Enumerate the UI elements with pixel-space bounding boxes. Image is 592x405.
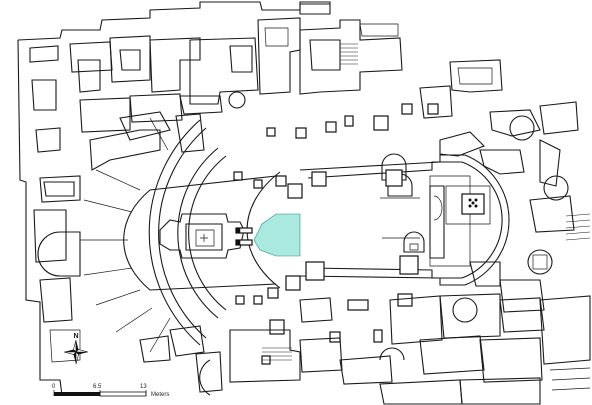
west-rotunda (123, 171, 281, 291)
south-staircase (262, 347, 292, 361)
scale-bar: 0 6.5 13 Meters (52, 384, 169, 398)
west-complex-outline (17, 1, 330, 396)
scale-tick-0: 0 (52, 384, 56, 390)
compass-rose-icon (63, 339, 89, 365)
highlighted-area (253, 213, 301, 257)
east-basilica (299, 101, 591, 313)
scale-tick-1: 6.5 (93, 384, 102, 390)
south-buildings (229, 293, 591, 405)
north-staircase (340, 43, 358, 65)
north-label: N (74, 333, 79, 340)
scale-unit: Meters (151, 392, 169, 398)
scale-tick-2: 13 (140, 384, 147, 390)
east-staircase (565, 213, 591, 241)
scale-segment-2 (99, 391, 147, 397)
scale-segment-1 (54, 392, 100, 396)
west-hemicycle (37, 111, 227, 396)
north-buildings (299, 1, 503, 119)
north-arrow: N (63, 333, 89, 365)
